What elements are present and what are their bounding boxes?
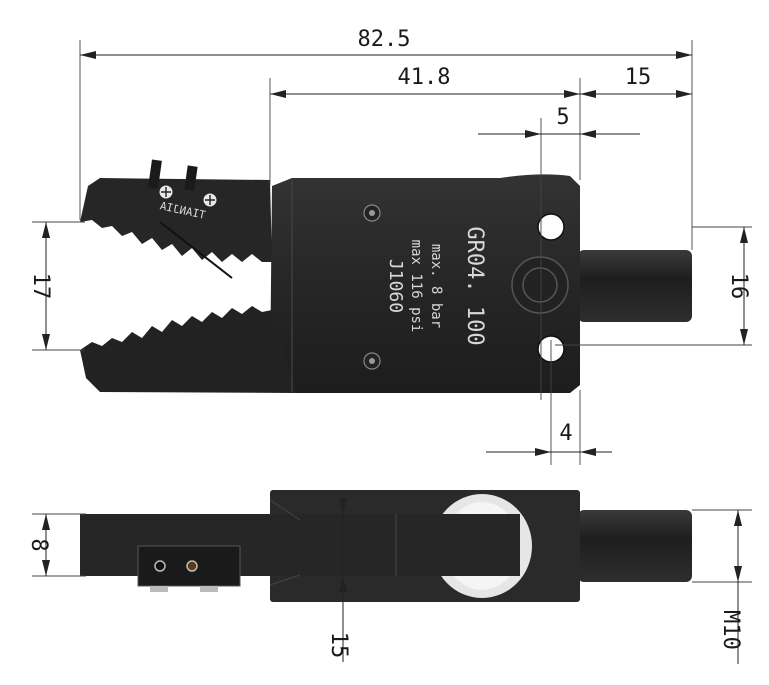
dim-body-length: 41.8 [398, 65, 451, 90]
pressure-bar-marking: max. 8 bar [428, 244, 444, 328]
side-view [80, 490, 692, 602]
dim-jaw-opening: 17 [28, 273, 53, 300]
dim-hole-edge: 4 [559, 421, 572, 446]
center-boss [511, 256, 569, 314]
mount-hole-top [537, 213, 565, 241]
upper-jaw [80, 178, 272, 262]
dim-thread: M10 [718, 610, 743, 650]
shaft [578, 250, 692, 322]
sensor-pins [148, 159, 218, 208]
dim-shaft-length: 15 [625, 65, 652, 90]
top-dimensions: 82.5 41.8 15 5 17 16 4 [28, 27, 752, 465]
jaw-lever-line [159, 221, 233, 279]
side-shaft [578, 510, 692, 582]
side-dimensions: 8 15 M10 [26, 498, 752, 664]
dim-hole-offset: 5 [556, 105, 569, 130]
lower-jaw [80, 306, 296, 393]
gripper-body [270, 174, 580, 393]
screw-icon [186, 560, 198, 572]
dim-side-height: 8 [26, 538, 51, 551]
dim-overall-length: 82.5 [358, 27, 411, 52]
model-marking: GR04. 100 [462, 226, 487, 345]
code-marking: J1060 [385, 259, 406, 313]
dim-side-width: 15 [326, 632, 351, 659]
pressure-psi-marking: max 116 psi [408, 240, 424, 333]
screw-icon [154, 560, 166, 572]
top-view: TIANJIA GR04. 100 max. 8 bar max 116 psi… [80, 159, 692, 393]
dim-hole-spacing: 16 [726, 273, 751, 300]
